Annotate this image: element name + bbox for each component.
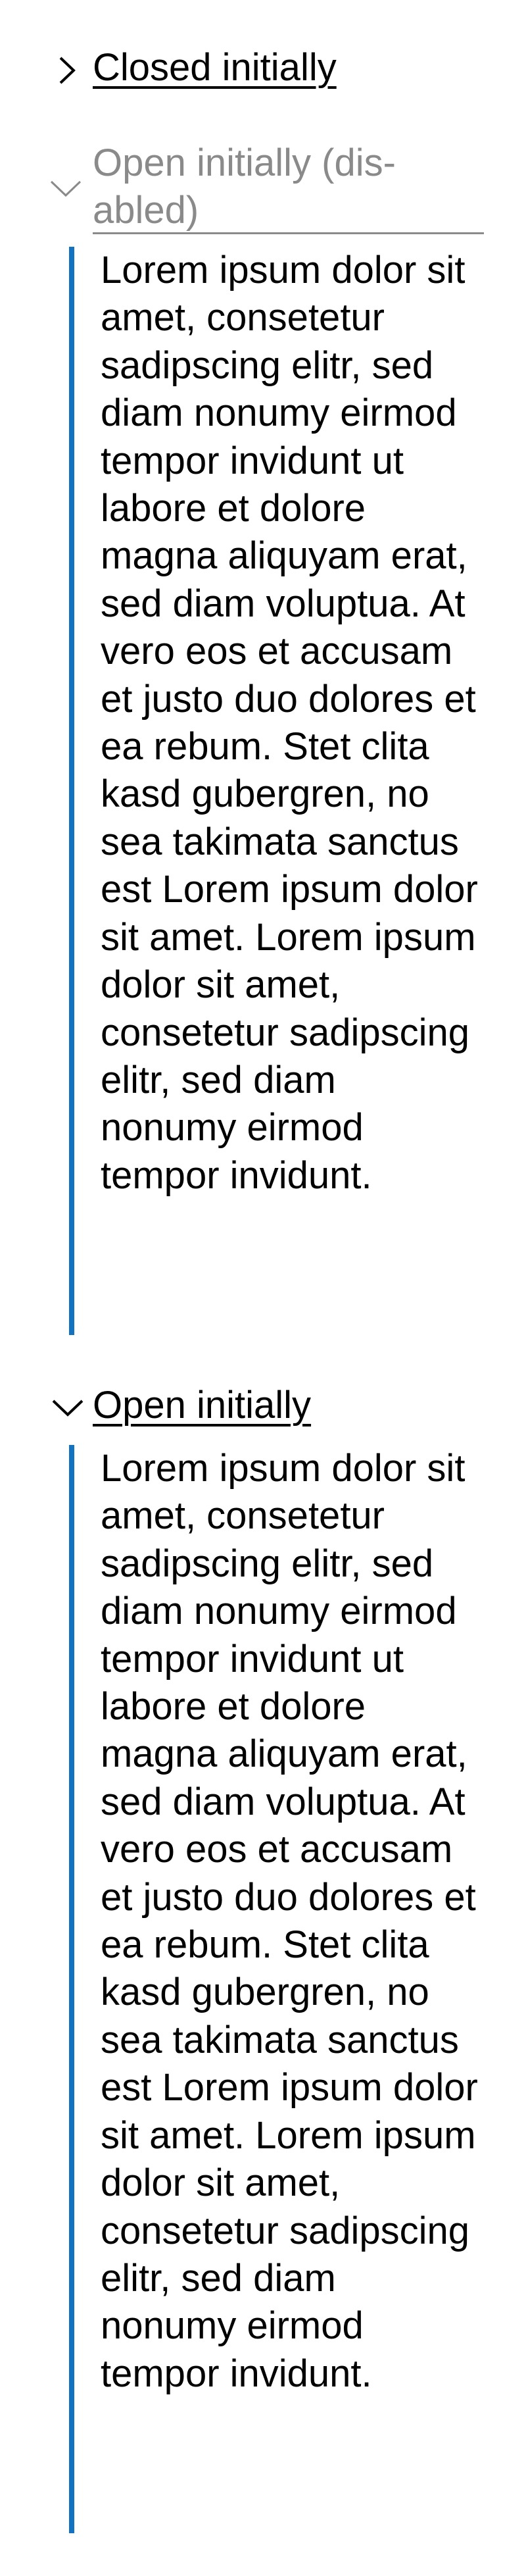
panel-content: Lorem ipsum dolor sit amet, consetetur s… (101, 1447, 478, 2395)
chevron-down-icon (51, 1391, 84, 1424)
chevron-right-icon (51, 54, 84, 87)
accordion-header-open[interactable]: Open initially (0, 1382, 460, 1434)
accordion-panel: Lorem ipsum dolor sit amet, consetetur s… (69, 247, 482, 1335)
accordion-title: Closed initially (93, 46, 337, 89)
header-divider (93, 232, 484, 234)
panel-content: Lorem ipsum dolor sit amet, consetetur s… (101, 249, 478, 1197)
chevron-down-icon (49, 172, 82, 205)
accordion-title-disabled: Open initially (dis­abled) (93, 141, 396, 232)
accordion-title: Open initially (93, 1384, 312, 1427)
accordion-header-disabled: Open initially (dis­abled) (0, 135, 487, 240)
accordion-panel: Lorem ipsum dolor sit amet, consetetur s… (69, 1445, 482, 2533)
accordion-header-closed[interactable]: Closed initially (0, 39, 460, 99)
